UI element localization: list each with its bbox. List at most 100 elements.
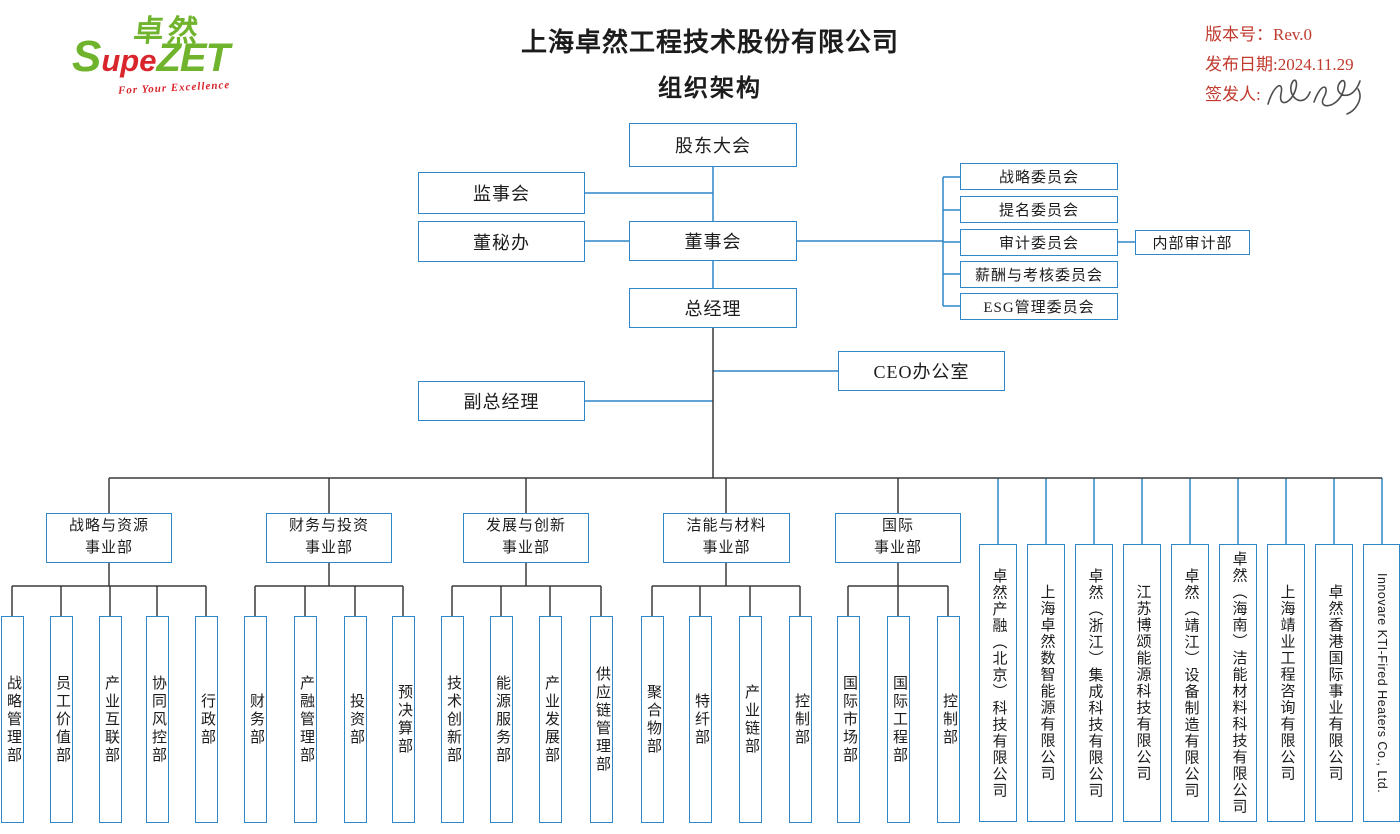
- dept-industry-chain: 产业链部: [739, 616, 762, 823]
- logo-letters-zet: ZET: [156, 36, 230, 80]
- division-label: 事业部: [84, 540, 133, 556]
- node-board-of-directors: 董事会: [629, 221, 797, 261]
- dept-industry-finance-management: 产融管理部: [294, 616, 317, 823]
- dept-international-market: 国际市场部: [837, 616, 860, 823]
- division-label: 事业部: [304, 540, 353, 556]
- division-label: 财务与投资: [288, 518, 369, 535]
- dept-polymer: 聚合物部: [641, 616, 664, 823]
- dept-label: 产业互联部: [103, 674, 119, 765]
- subsidiary-label: 卓然（浙江）集成科技有限公司: [1086, 567, 1103, 799]
- node-ceo-office: CEO办公室: [838, 351, 1005, 391]
- dept-label: 能源服务部: [494, 674, 510, 765]
- subsidiary-label: 江苏博颂能源科技有限公司: [1134, 584, 1151, 782]
- subsidiary-label: 卓然（海南）洁能材料科技有限公司: [1230, 551, 1247, 815]
- subsidiary-innovare-kti-fired-heaters: Innovare KTI-Fired Heaters Co., Ltd.: [1363, 544, 1400, 822]
- dept-label: 聚合物部: [645, 683, 661, 756]
- dept-label: 战略管理部: [5, 674, 21, 765]
- subsidiary-label: 卓然香港国际事业有限公司: [1326, 584, 1343, 782]
- document-meta: 版本号：Rev.0 发布日期:2024.11.29 签发人:: [1205, 20, 1354, 110]
- subsidiary-shanghai-zhuoran-shuzhi-energy: 上海卓然数智能源有限公司: [1027, 544, 1065, 822]
- subsidiary-label: 上海卓然数智能源有限公司: [1038, 584, 1055, 782]
- node-supervisory-board: 监事会: [418, 172, 585, 214]
- dept-employee-value: 员工价值部: [50, 616, 73, 823]
- node-internal-audit-dept: 内部审计部: [1135, 230, 1250, 255]
- subsidiary-label: Innovare KTI-Fired Heaters Co., Ltd.: [1374, 572, 1389, 794]
- dept-label: 国际市场部: [841, 674, 857, 765]
- subsidiary-label: 上海靖业工程咨询有限公司: [1278, 584, 1295, 782]
- logo-letters-upe: upe: [101, 43, 157, 78]
- dept-label: 技术创新部: [445, 674, 461, 765]
- dept-energy-services: 能源服务部: [490, 616, 513, 823]
- dept-label: 预决算部: [396, 683, 412, 756]
- chart-title: 组织架构: [658, 76, 762, 102]
- dept-budget-final-accounts: 预决算部: [392, 616, 415, 823]
- division-label: 事业部: [702, 540, 751, 556]
- division-label: 国际: [881, 518, 914, 535]
- subsidiary-jiangsu-bosong-energy: 江苏博颂能源科技有限公司: [1123, 544, 1161, 822]
- dept-administration: 行政部: [195, 616, 218, 823]
- page-title: 上海卓然工程技术股份有限公司 组织架构: [420, 22, 1000, 103]
- dept-synergy-risk-control: 协同风控部: [146, 616, 169, 823]
- committee-strategy: 战略委员会: [960, 163, 1118, 190]
- node-board-secretary-office: 董秘办: [418, 221, 585, 262]
- dept-technology-innovation: 技术创新部: [441, 616, 464, 823]
- version-number: 版本号：Rev.0: [1205, 25, 1313, 44]
- dept-finance: 财务部: [244, 616, 267, 823]
- subsidiary-shanghai-jingye-engineering-consulting: 上海靖业工程咨询有限公司: [1267, 544, 1305, 822]
- committee-nomination: 提名委员会: [960, 196, 1118, 223]
- subsidiary-zhuoran-jingjiang-equipment: 卓然（靖江）设备制造有限公司: [1171, 544, 1209, 822]
- node-deputy-general-manager: 副总经理: [418, 381, 585, 421]
- division-label: 事业部: [873, 540, 922, 556]
- signer-label: 签发人:: [1205, 85, 1261, 104]
- division-clean-energy-materials: 洁能与材料事业部: [663, 513, 790, 563]
- dept-label: 产业发展部: [543, 674, 559, 765]
- dept-special-fiber: 特纤部: [689, 616, 712, 823]
- division-label: 战略与资源: [68, 518, 149, 535]
- division-label: 洁能与材料: [686, 518, 767, 535]
- subsidiary-label: 卓然产融（北京）科技有限公司: [990, 567, 1007, 799]
- division-label: 发展与创新: [485, 518, 566, 535]
- dept-label: 行政部: [199, 692, 215, 747]
- dept-label: 特纤部: [693, 692, 709, 747]
- division-development-innovation: 发展与创新事业部: [463, 513, 589, 563]
- dept-label: 控制部: [941, 692, 957, 747]
- dept-label: 协同风控部: [150, 674, 166, 765]
- dept-industry-interconnection: 产业互联部: [99, 616, 122, 823]
- division-strategy-resources: 战略与资源事业部: [46, 513, 172, 563]
- subsidiary-label: 卓然（靖江）设备制造有限公司: [1182, 567, 1199, 799]
- division-international: 国际事业部: [835, 513, 961, 563]
- signature-icon: [1267, 79, 1361, 115]
- subsidiary-zhuoran-chanrong-beijing: 卓然产融（北京）科技有限公司: [979, 544, 1017, 822]
- dept-strategic-management: 战略管理部: [1, 616, 24, 823]
- node-shareholders-meeting: 股东大会: [629, 123, 797, 167]
- logo-letter-s: S: [72, 32, 102, 81]
- division-finance-investment: 财务与投资事业部: [266, 513, 392, 563]
- dept-control-international: 控制部: [937, 616, 960, 823]
- dept-label: 控制部: [793, 692, 809, 747]
- dept-label: 供应链管理部: [594, 665, 610, 774]
- dept-international-engineering: 国际工程部: [887, 616, 910, 823]
- node-general-manager: 总经理: [629, 288, 797, 328]
- dept-industry-development: 产业发展部: [539, 616, 562, 823]
- release-date: 发布日期:2024.11.29: [1205, 55, 1354, 74]
- company-logo: 卓然 SupeZET For Your Excellence: [72, 6, 292, 98]
- dept-label: 产业链部: [743, 683, 759, 756]
- company-name-title: 上海卓然工程技术股份有限公司: [520, 28, 899, 57]
- division-label: 事业部: [501, 540, 550, 556]
- dept-supply-chain-management: 供应链管理部: [590, 616, 613, 823]
- dept-investment: 投资部: [344, 616, 367, 823]
- committee-audit: 审计委员会: [960, 229, 1118, 256]
- dept-label: 财务部: [248, 692, 264, 747]
- dept-label: 员工价值部: [54, 674, 70, 765]
- dept-control-cleanenergy: 控制部: [789, 616, 812, 823]
- subsidiary-zhuoran-zhejiang-integration: 卓然（浙江）集成科技有限公司: [1075, 544, 1113, 822]
- dept-label: 国际工程部: [891, 674, 907, 765]
- dept-label: 产融管理部: [298, 674, 314, 765]
- subsidiary-zhuoran-hainan-cleanenergy-materials: 卓然（海南）洁能材料科技有限公司: [1219, 544, 1257, 822]
- dept-label: 投资部: [348, 692, 364, 747]
- logo-wordmark: SupeZET: [72, 32, 230, 82]
- committee-esg: ESG管理委员会: [960, 293, 1118, 320]
- subsidiary-zhuoran-hongkong-international: 卓然香港国际事业有限公司: [1315, 544, 1353, 822]
